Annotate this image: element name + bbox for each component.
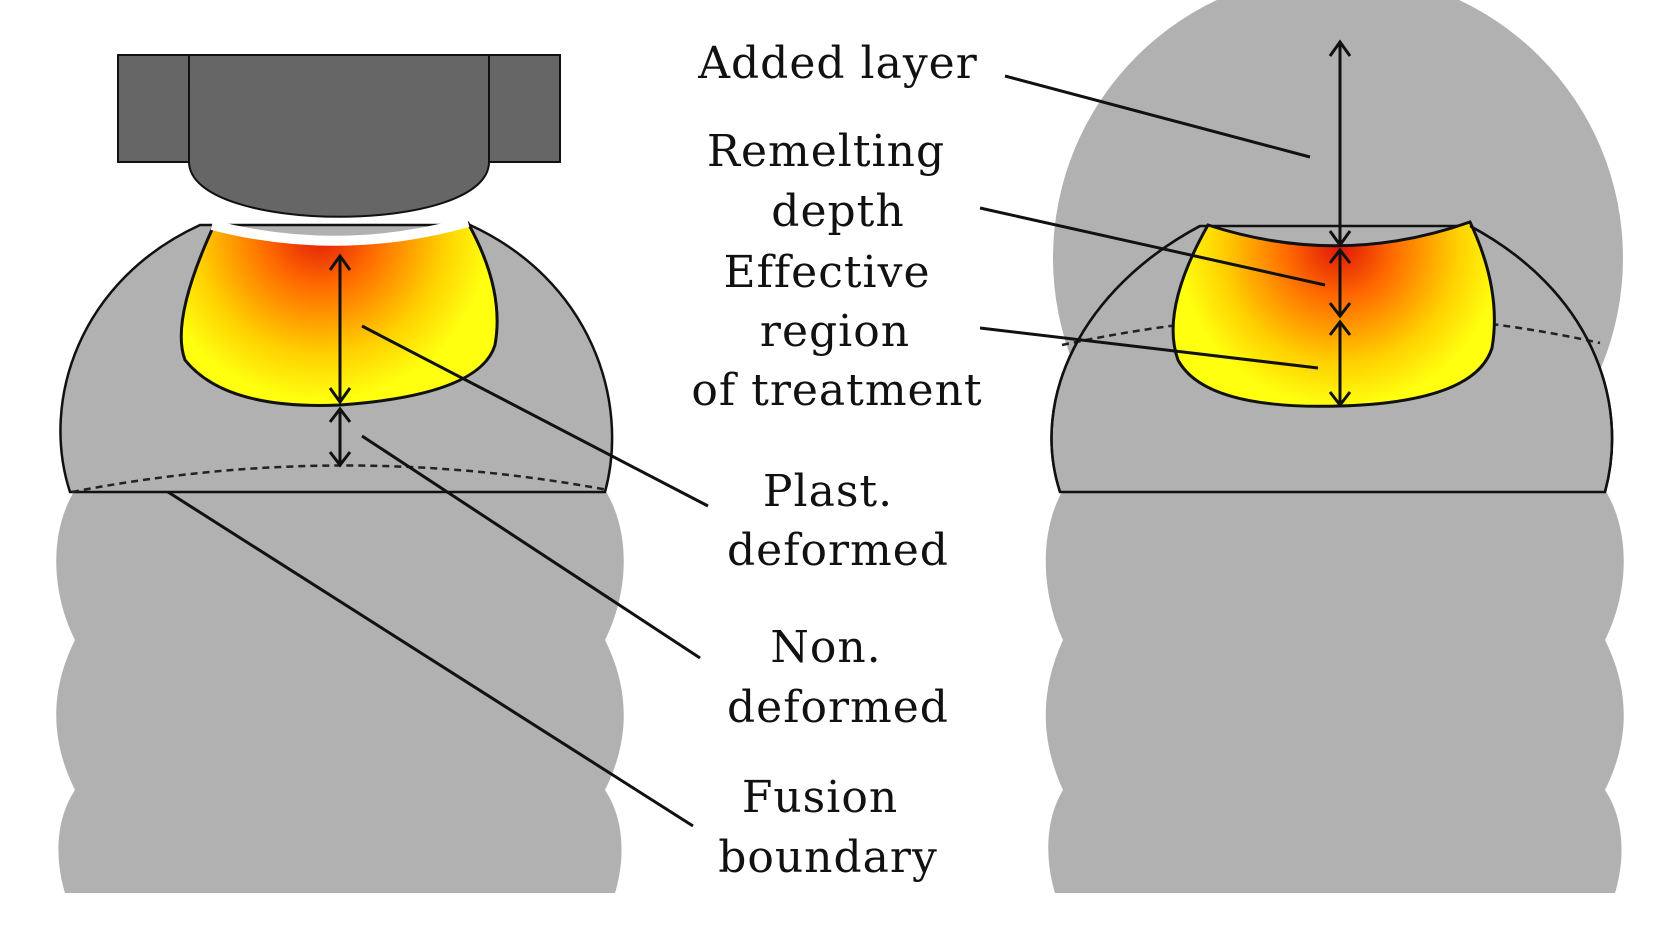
label-plast-line1: Plast.	[763, 466, 893, 517]
leader-lines	[167, 74, 1326, 828]
label-added-layer-line1: Added layer	[697, 38, 978, 89]
label-plast-deformed: Plast. deformed	[727, 466, 949, 576]
right-heat-zone	[1171, 220, 1496, 408]
label-added-layer: Added layer	[697, 38, 978, 89]
label-effective-line3: of treatment	[691, 365, 982, 416]
left-wall-lower-layers	[56, 490, 624, 893]
label-non-line1: Non.	[770, 622, 881, 673]
right-effective-region-arrow	[1328, 319, 1352, 408]
leader-added-layer	[1004, 74, 1311, 159]
label-effective-line1: Effective	[723, 247, 930, 298]
right-wall-side-right	[1469, 224, 1614, 493]
right-wall-side-left	[1050, 224, 1201, 493]
leader-remelting	[979, 206, 1326, 287]
label-effective-region: Effective region of treatment	[691, 247, 982, 416]
label-remelting-line1: Remelting	[707, 126, 945, 177]
left-plastic-depth-arrow	[328, 253, 352, 405]
left-non-deformed-arrow	[328, 406, 352, 468]
label-remelting-line2: depth	[771, 186, 904, 237]
hammer-head	[188, 54, 490, 218]
hammer-contact-gap	[210, 217, 470, 246]
label-plast-line2: deformed	[727, 525, 949, 576]
label-fusion-boundary: Fusion boundary	[718, 772, 938, 883]
leader-fusion-boundary	[167, 490, 694, 828]
leader-plast-deformed	[361, 324, 709, 508]
label-non-line2: deformed	[727, 682, 949, 733]
right-wall	[1045, 0, 1624, 893]
right-added-layer-arrow	[1328, 39, 1352, 248]
leader-non-deformed	[361, 434, 701, 660]
label-fusion-line2: boundary	[718, 832, 938, 883]
right-fusion-boundary	[1061, 313, 1601, 347]
label-effective-line2: region	[760, 306, 910, 357]
right-remelting-arrow	[1328, 247, 1352, 319]
dimension-arrows	[328, 39, 1352, 468]
label-remelting-depth: Remelting depth	[707, 126, 945, 237]
hammer-tool	[117, 54, 561, 246]
leader-effective	[979, 326, 1319, 370]
label-non-deformed: Non. deformed	[727, 622, 949, 733]
right-wall-lower-layers	[1045, 490, 1624, 893]
label-fusion-line1: Fusion	[742, 772, 898, 823]
